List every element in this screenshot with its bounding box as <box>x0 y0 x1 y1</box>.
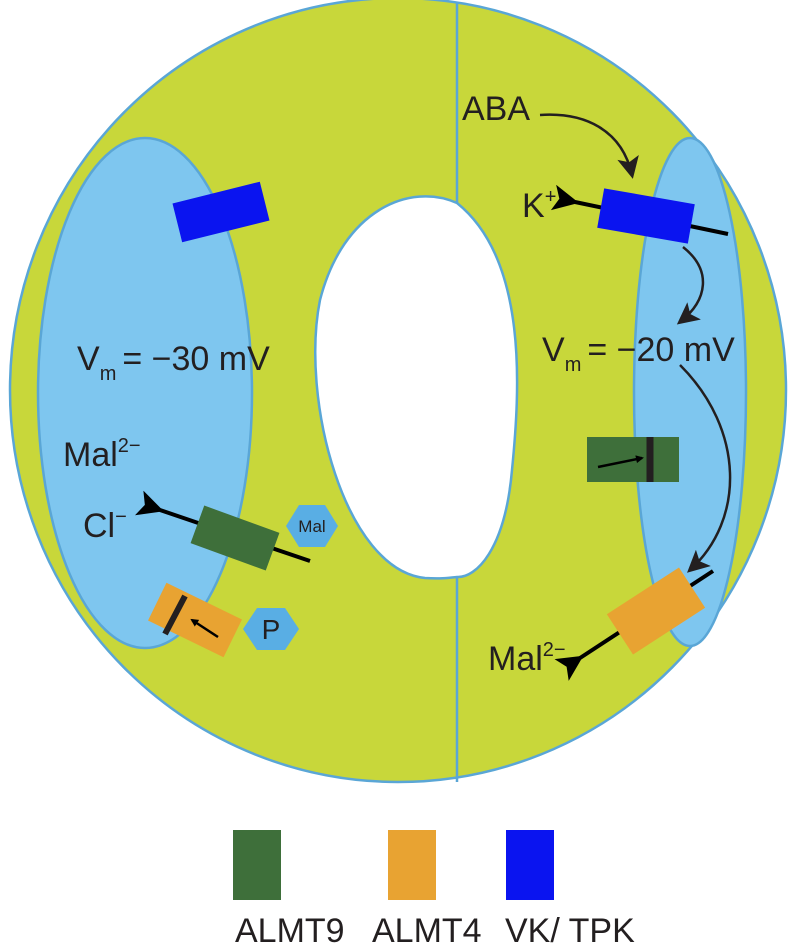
svg-text:Vm= −20 mV: Vm= −20 mV <box>542 331 735 376</box>
left-vacuole-body <box>36 136 254 650</box>
right-vacuole <box>632 136 748 648</box>
almt4-gate-bar <box>162 594 188 636</box>
right-membrane-potential: Vm= −20 mV <box>542 331 735 376</box>
mal-hex-label: Mal <box>298 517 325 536</box>
vm-to-almt4-arrow <box>679 364 732 573</box>
aba-signal-arrow <box>539 113 639 179</box>
p-hexagon: P <box>243 608 299 650</box>
almt4-inner-arrow <box>190 618 219 639</box>
legend-label-almt4: ALMT4 <box>372 912 482 947</box>
p-hex-label: P <box>262 614 281 645</box>
legend-swatch-almt9 <box>233 830 281 900</box>
aba-label: ABA <box>462 90 530 128</box>
legend: ALMT9 ALMT4 VK/ TPK <box>233 830 635 947</box>
legend-swatch-almt4 <box>388 830 436 900</box>
left-vk-tpk-channel <box>172 181 270 243</box>
svg-text:Mal2−: Mal2− <box>488 639 566 678</box>
vm-value: = −30 mV <box>122 340 270 378</box>
svg-text:Vm= −30 mV: Vm= −30 mV <box>77 340 270 385</box>
legend-item-almt9: ALMT9 <box>233 830 345 947</box>
legend-swatch-vk-tpk <box>506 830 554 900</box>
stomatal-pore <box>314 195 519 580</box>
right-malate-label: Mal2− <box>488 639 566 678</box>
svg-text:Cl−: Cl− <box>83 506 127 545</box>
svg-text:Mal2−: Mal2− <box>63 435 141 474</box>
legend-item-almt4: ALMT4 <box>372 830 482 947</box>
right-almt9-channel <box>587 437 679 482</box>
left-vacuole <box>36 136 254 650</box>
legend-item-vk-tpk: VK/ TPK <box>505 830 635 947</box>
right-vacuole-body <box>632 136 748 648</box>
legend-label-vk-tpk: VK/ TPK <box>505 912 635 947</box>
right-vk-tpk-channel <box>550 184 729 244</box>
mal-hexagon: Mal <box>286 505 338 547</box>
potassium-label: K+ <box>522 186 556 225</box>
vm-symbol: V <box>77 340 100 378</box>
legend-label-almt9: ALMT9 <box>235 912 345 947</box>
svg-text:K+: K+ <box>522 186 556 225</box>
left-chloride-label: Cl− <box>83 506 127 545</box>
left-membrane-potential: Vm= −30 mV <box>77 340 270 385</box>
vm-subscript: m <box>100 363 117 385</box>
left-almt9-channel <box>134 490 311 571</box>
right-almt4-channel <box>554 567 715 681</box>
almt9-inner-arrow <box>597 455 644 469</box>
k-to-vm-arrow <box>676 246 705 325</box>
left-malate-label: Mal2− <box>63 435 141 474</box>
left-almt4-channel <box>148 582 242 658</box>
